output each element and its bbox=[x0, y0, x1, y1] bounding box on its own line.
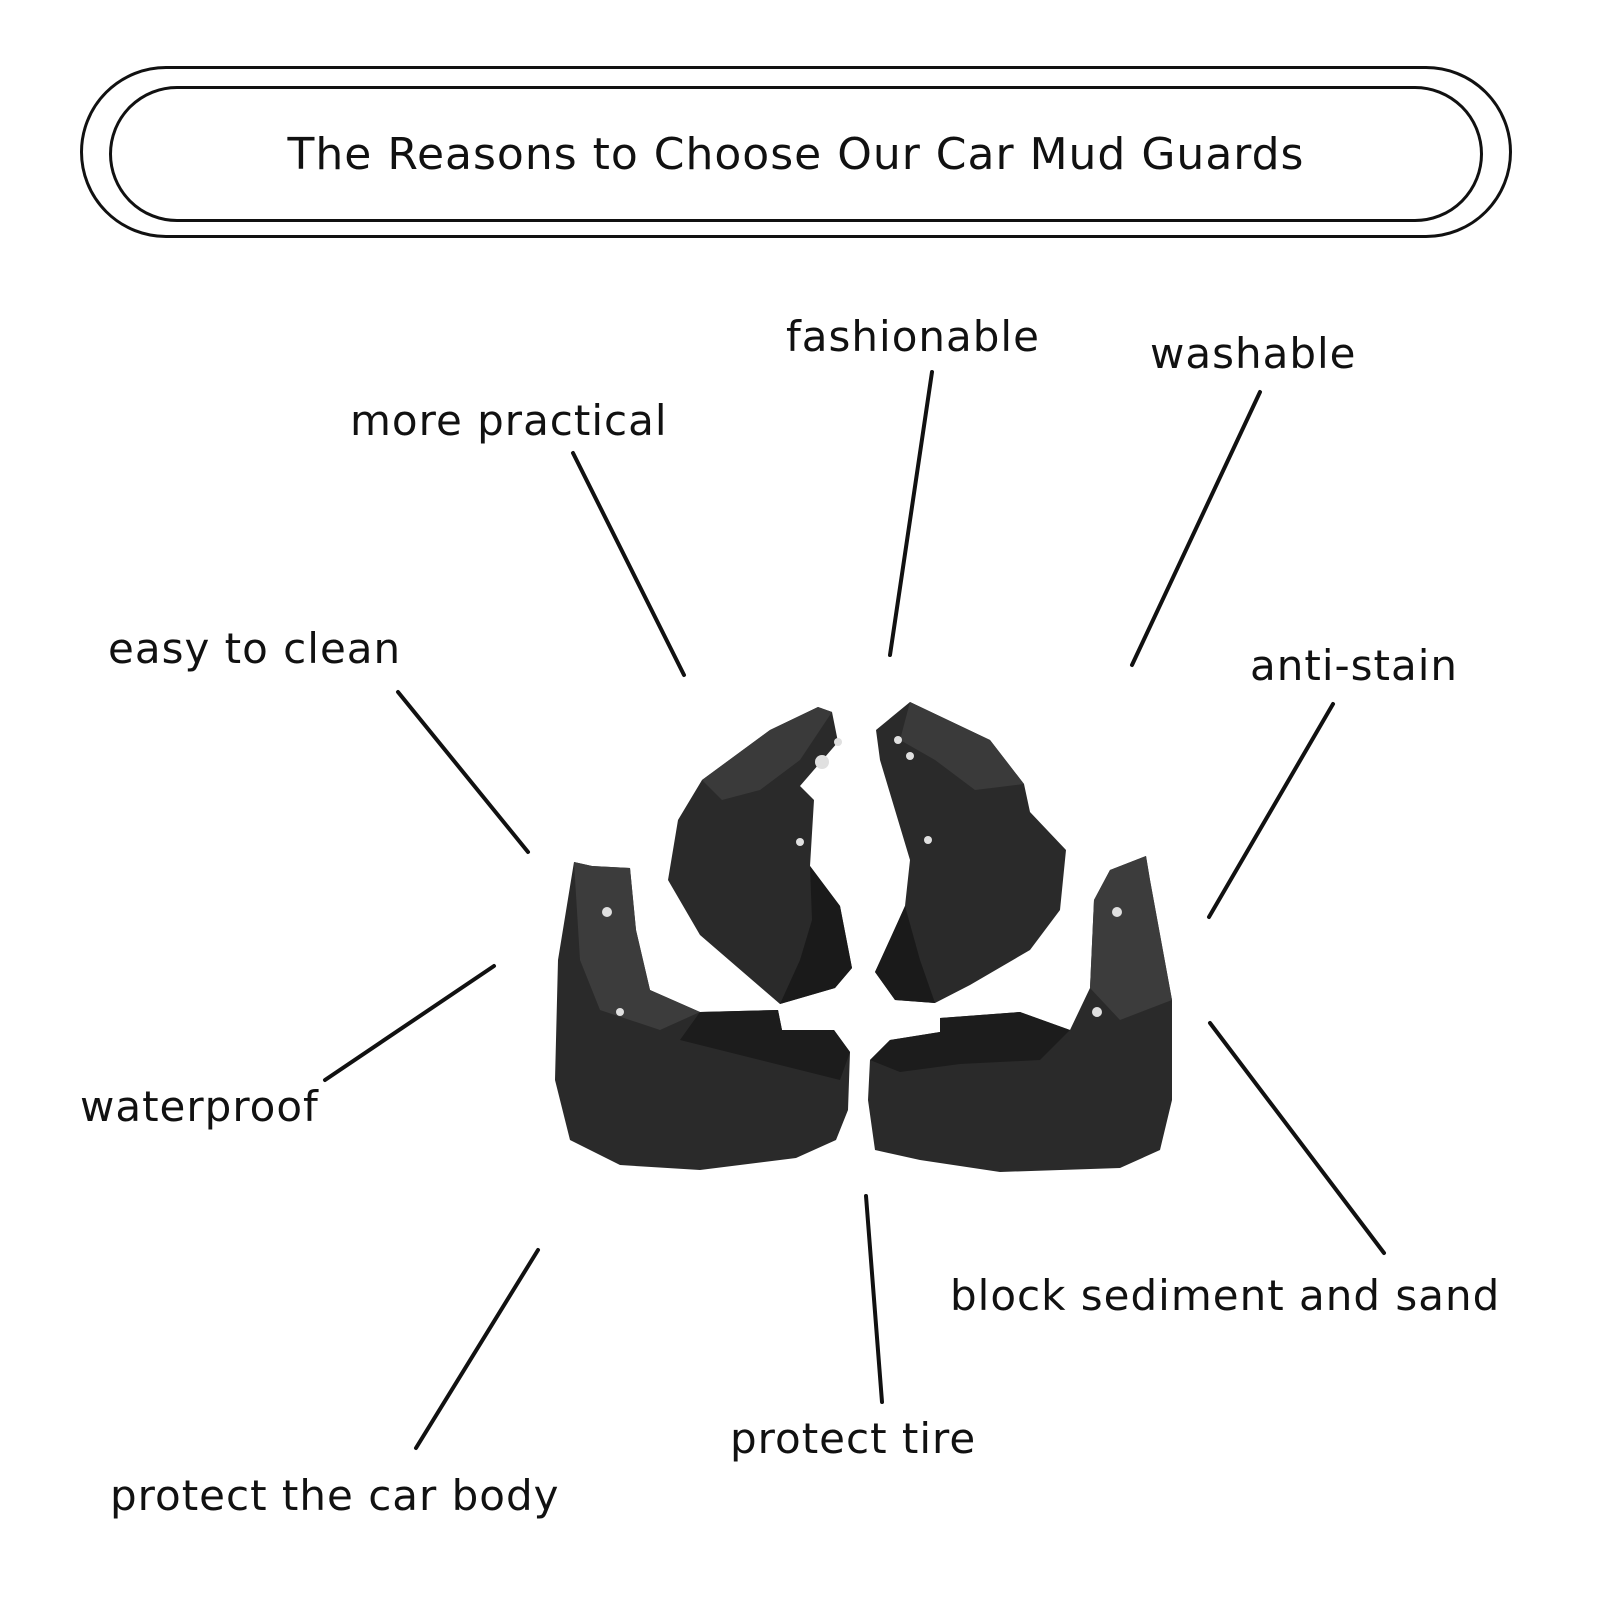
feature-label-easy-to-clean: easy to clean bbox=[108, 624, 402, 673]
feature-label-washable: washable bbox=[1150, 329, 1357, 378]
mudguard-top-right bbox=[875, 702, 1066, 1003]
feature-label-fashionable: fashionable bbox=[786, 312, 1040, 361]
mudguard-bottom-right bbox=[868, 856, 1172, 1172]
title-frame-outer bbox=[80, 66, 1512, 238]
feature-label-waterproof: waterproof bbox=[80, 1082, 319, 1131]
pointer-line-easy-to-clean bbox=[396, 690, 530, 854]
pointer-line-block-sediment bbox=[1208, 1021, 1386, 1255]
feature-label-more-practical: more practical bbox=[350, 396, 668, 445]
feature-label-protect-body: protect the car body bbox=[110, 1471, 560, 1520]
mudguard-top-left bbox=[668, 707, 852, 1004]
pointer-line-anti-stain bbox=[1207, 702, 1335, 919]
pointer-line-protect-tire bbox=[864, 1194, 884, 1404]
pointer-line-waterproof bbox=[323, 964, 496, 1082]
title-frame-inner: The Reasons to Choose Our Car Mud Guards bbox=[109, 86, 1483, 222]
feature-label-anti-stain: anti-stain bbox=[1250, 641, 1459, 690]
page-title: The Reasons to Choose Our Car Mud Guards bbox=[287, 128, 1305, 180]
pointer-line-protect-body bbox=[414, 1248, 540, 1450]
feature-label-protect-tire: protect tire bbox=[730, 1414, 977, 1463]
pointer-line-fashionable bbox=[888, 370, 934, 657]
pointer-line-washable bbox=[1130, 390, 1262, 667]
feature-label-block-sediment: block sediment and sand bbox=[950, 1271, 1501, 1320]
mudguard-bottom-left bbox=[555, 862, 850, 1170]
pointer-line-more-practical bbox=[571, 451, 686, 677]
